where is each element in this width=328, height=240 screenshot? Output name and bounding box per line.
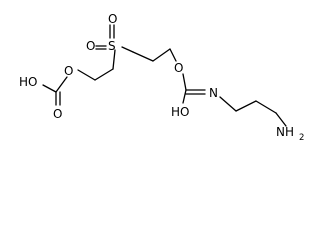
bond-ch2-ch2-left [94,68,114,81]
molecule-diagram: HO O O O S O O HO N NH 2 [19,12,304,143]
atom-label-o-sulfonyl-left: O [86,39,95,53]
bond-ch2-nh2 [275,112,287,127]
atom-label-o-sulfonyl-top: O [108,12,117,26]
atom-label-o-ester-right: O [174,61,183,75]
bond-s-ch2 [121,46,134,53]
bond-o-ch2 [77,69,96,81]
bond-layer [42,24,287,127]
bond-ch2-ch2-right [132,51,154,62]
atom-label-sulfur: S [108,39,116,53]
atom-label-ho-carbamate: HO [171,105,189,119]
bond-ch2-ch2-b [255,100,277,114]
bond-ch2-ch2-right-2 [152,48,171,62]
structure-svg: HO O O O S O O HO N NH 2 [19,12,304,143]
atom-label-nh-amine: NH [276,125,294,139]
atom-label-n-imine: N [209,86,218,100]
bond-n-ch2 [219,96,237,112]
atom-label-o-carbonyl: O [53,107,62,121]
bond-ho-c [42,84,57,93]
bond-ch2-s [112,49,116,70]
bond-c-oh-carbamate [182,89,187,104]
bond-c-o-ester [55,76,68,93]
atom-label-o-ester-left: O [64,64,73,78]
bond-ch2-ch2-a [235,100,257,112]
atom-label-amine-subscript: 2 [299,133,304,143]
bond-ch2-o-right [169,48,177,62]
atom-label-ho-left: HO [19,75,37,89]
atom-labels: HO O O O S O O HO N NH 2 [19,12,304,143]
bond-o-c-carbamate [182,73,187,91]
